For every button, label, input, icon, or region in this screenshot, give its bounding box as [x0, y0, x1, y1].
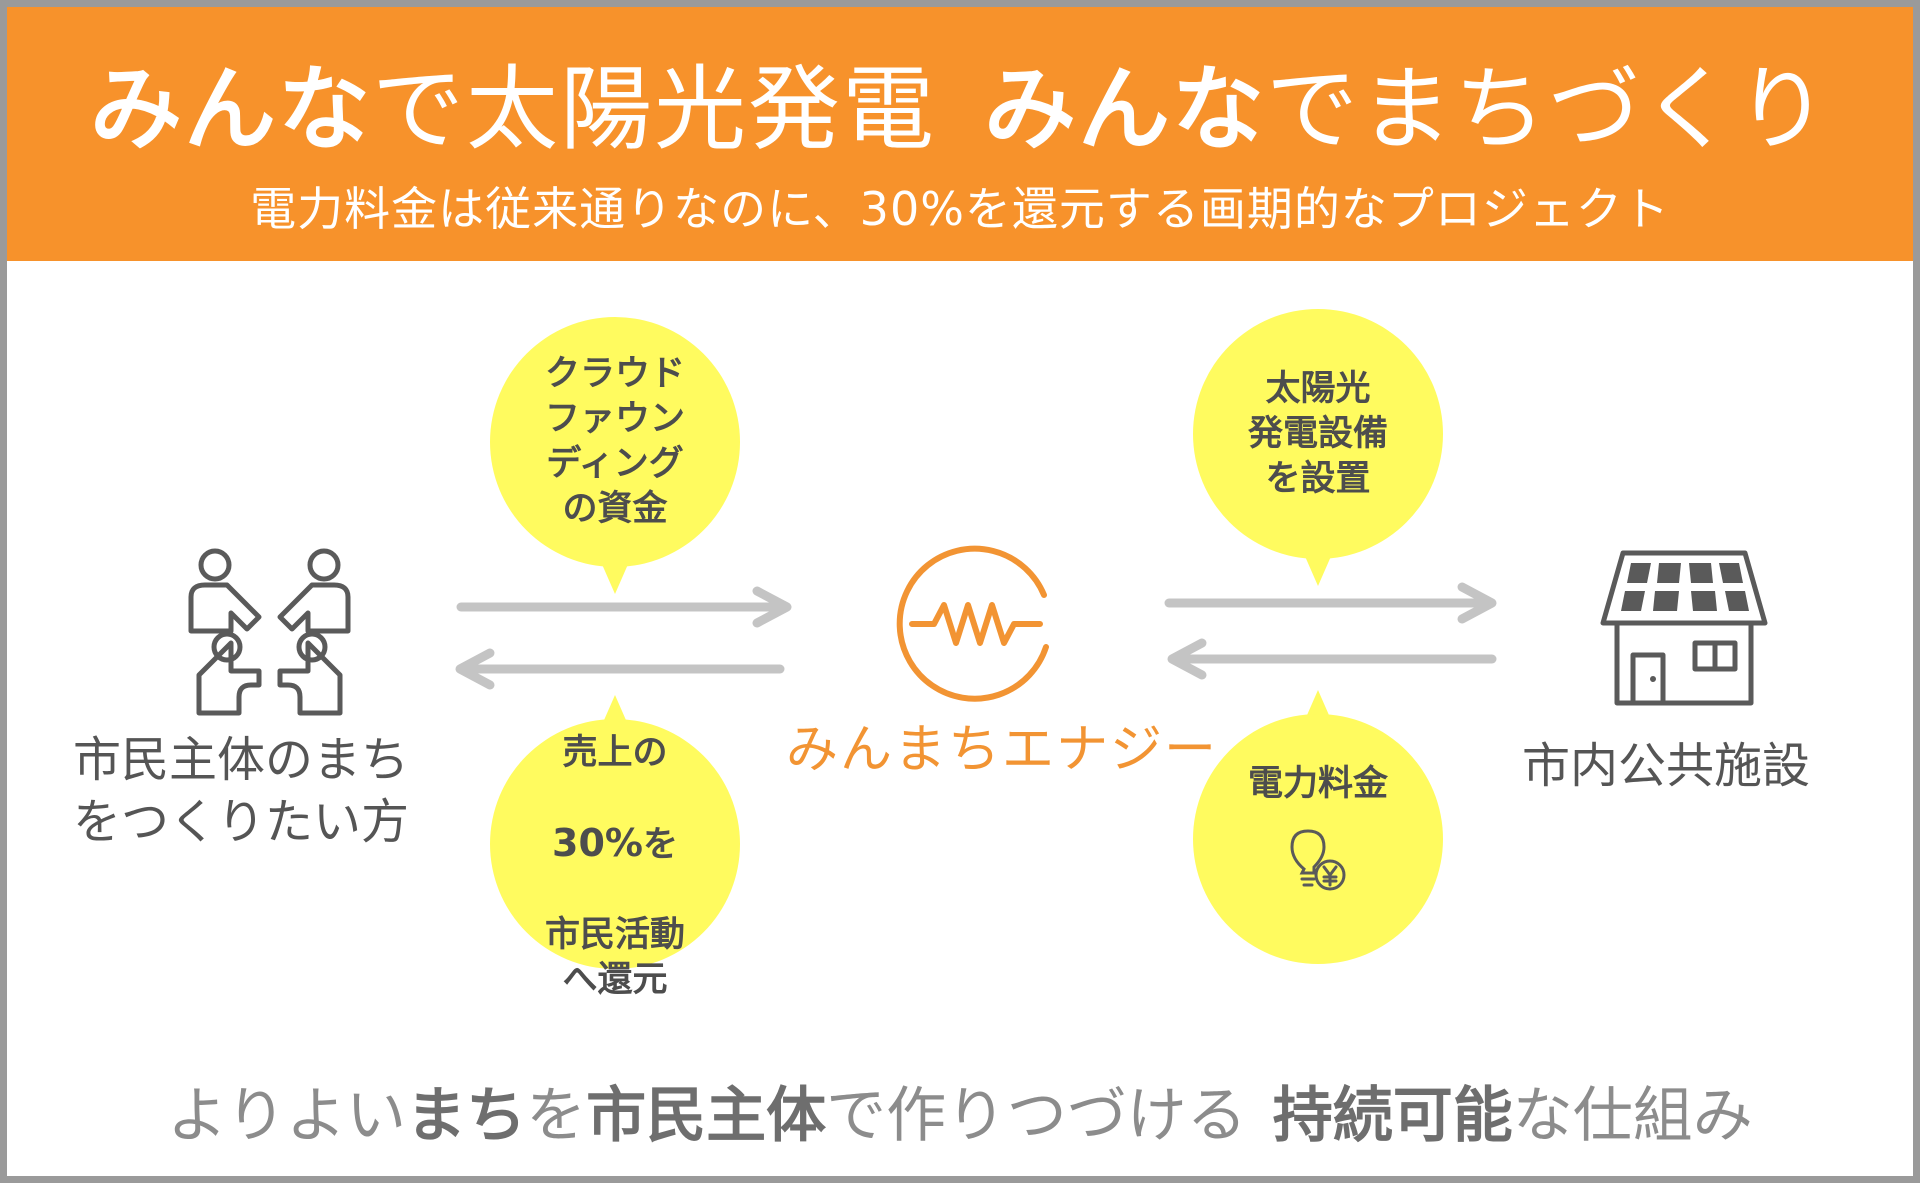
bubble-solar-install-tail	[1304, 554, 1332, 586]
tagline-part4: 市民主体	[586, 1081, 827, 1151]
footer-tagline: よりよいまちを市民主体で作りつづける持続可能な仕組み	[7, 1067, 1913, 1154]
header-title: みんなで太陽光発電みんなでまちづくり	[7, 35, 1913, 168]
bubble-return-pct: 30%	[552, 820, 643, 865]
brand-name: みんまちエナジー	[785, 720, 1218, 780]
title-part2-rest: でまちづくり	[1266, 56, 1831, 163]
tagline-part7: な仕組み	[1512, 1081, 1753, 1151]
tagline-part5: で作りつづける	[826, 1081, 1247, 1151]
arrow-to-right-top	[1164, 582, 1497, 624]
wave-circle-logo-icon	[896, 545, 1049, 702]
bubble-return-text: 売上の 30%を 市民活動 へ還元	[545, 686, 685, 1003]
bubble-electricity-fee: 電力料金	[1193, 714, 1443, 964]
tagline-part6: 持続可能	[1272, 1081, 1513, 1151]
lightbulb-yen-icon	[1290, 828, 1346, 890]
title-part2-bold: みんな	[984, 56, 1267, 163]
header-subtitle: 電力料金は従来通りなのに、30%を還元する画期的なプロジェクト	[250, 182, 1670, 236]
bubble-electricity-text: 電力料金	[1247, 763, 1388, 804]
left-actor-label: 市民主体のまち をつくりたい方	[73, 732, 410, 850]
diagram-frame: みんなで太陽光発電みんなでまちづくり 電力料金は従来通りなのに、30%を還元する…	[7, 7, 1913, 1176]
bubble-crowdfunding-tail	[601, 562, 629, 594]
bubble-return-suffix: を	[642, 824, 678, 865]
bubble-electricity-content: 電力料金	[1248, 762, 1388, 897]
title-part1-bold: みんな	[89, 56, 372, 163]
tagline-part1: よりよい	[167, 1081, 407, 1151]
tagline-part3: を	[526, 1081, 587, 1151]
tagline-part2: まち	[406, 1081, 527, 1151]
arrow-to-center-top-left	[456, 586, 792, 628]
arrow-from-center-bottom-left	[455, 648, 785, 690]
bubble-solar-install: 太陽光 発電設備 を設置	[1193, 309, 1443, 559]
bubble-return: 売上の 30%を 市民活動 へ還元	[490, 719, 740, 1000]
bubble-crowdfunding: クラウド ファウン ディング の資金	[490, 317, 740, 567]
title-part1-rest: で太陽光発電	[371, 56, 936, 163]
bubble-solar-install-text: 太陽光 発電設備 を設置	[1247, 368, 1388, 499]
arrow-from-right-bottom	[1167, 638, 1497, 680]
right-actor-label: 市内公共施設	[1522, 738, 1811, 794]
bubble-return-line1: 売上の	[562, 732, 668, 773]
bubble-crowdfunding-text: クラウド ファウン ディング の資金	[544, 354, 685, 529]
solar-house-icon	[1600, 550, 1768, 706]
bubble-return-line3: 市民活動 へ還元	[544, 914, 685, 1000]
people-group-icon	[188, 548, 351, 716]
header-banner: みんなで太陽光発電みんなでまちづくり 電力料金は従来通りなのに、30%を還元する…	[7, 7, 1913, 261]
